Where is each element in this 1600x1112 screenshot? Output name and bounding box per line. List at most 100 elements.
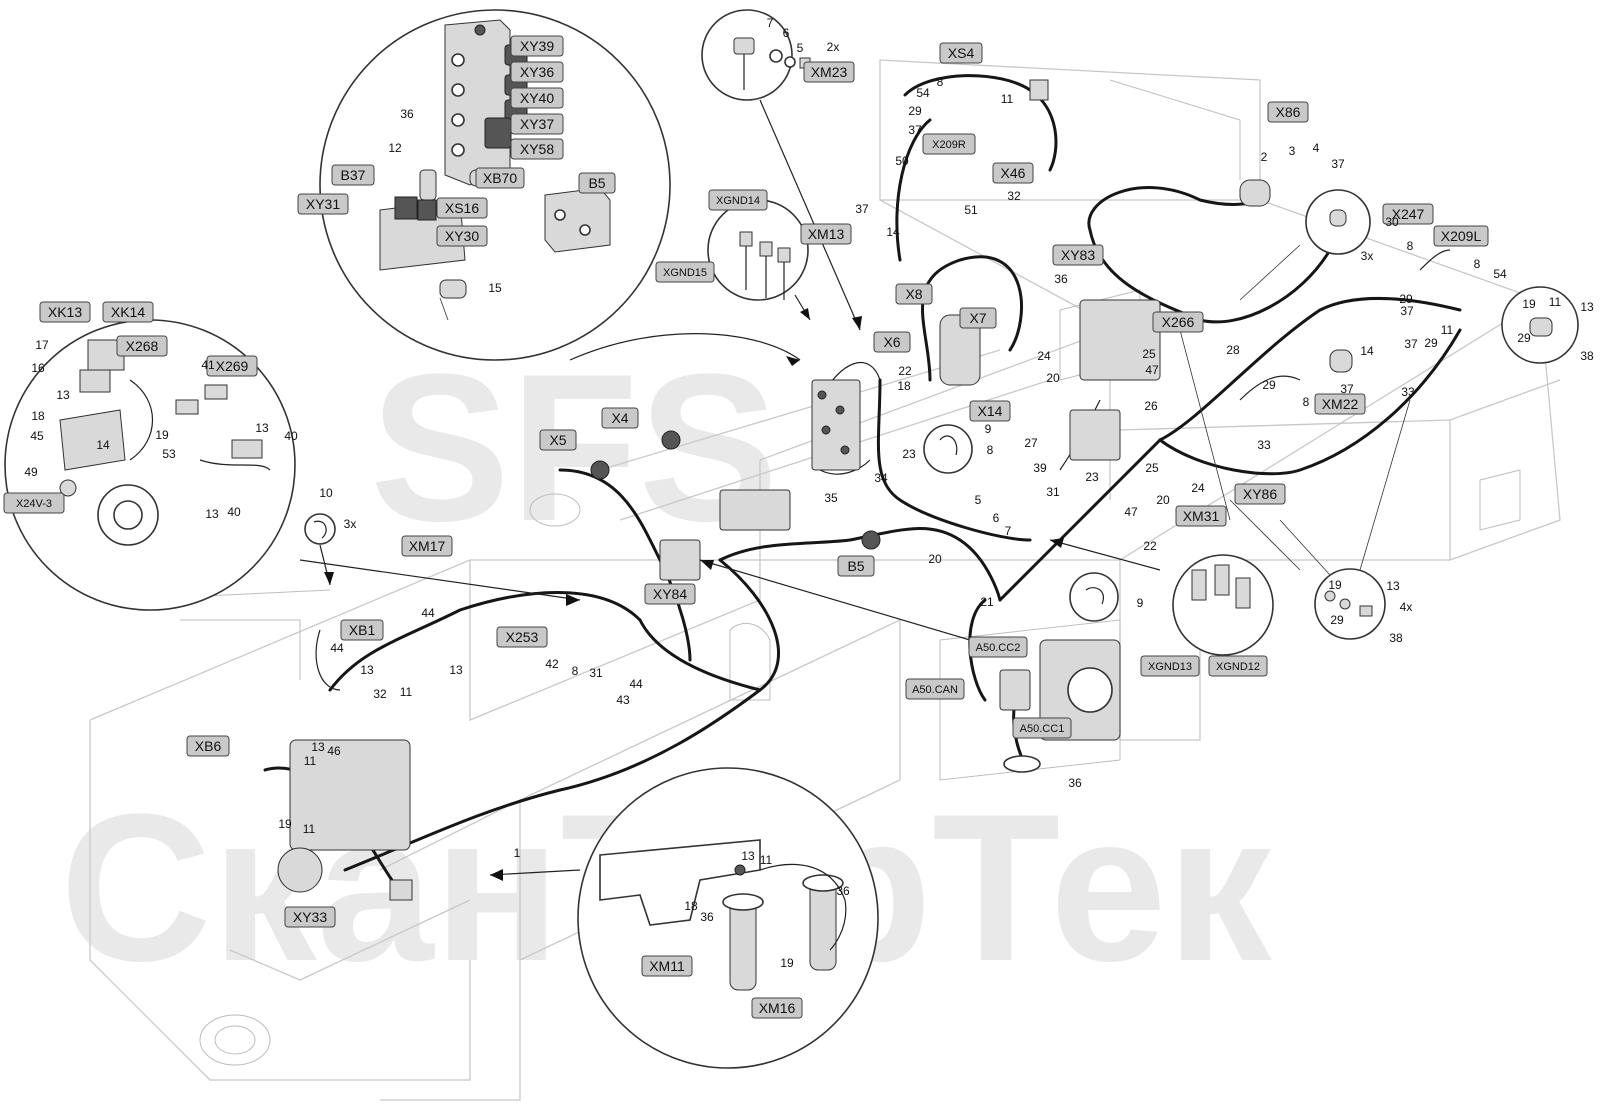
tag-x266: X266	[1152, 311, 1204, 333]
callout-number: 29	[1517, 331, 1531, 345]
callout-number: 45	[30, 429, 44, 443]
tag-label: B5	[847, 558, 864, 574]
detail-clip-9-lower	[1069, 572, 1119, 622]
callout-number: 15	[488, 281, 502, 295]
callout-number: 35	[824, 491, 838, 505]
tag-label: XM23	[811, 64, 848, 80]
callout-number: 4	[1313, 141, 1320, 155]
tag-label: XGND14	[716, 195, 760, 207]
callout-number: 19	[1328, 578, 1342, 592]
tag-xgnd14: XGND14	[708, 189, 768, 211]
callout-number: 29	[908, 104, 922, 118]
tag-x209l: X209L	[1433, 225, 1489, 247]
callout-number: 36	[836, 884, 850, 898]
callout-number: 41	[201, 358, 215, 372]
tag-label: XK14	[111, 304, 145, 320]
callout-number: 14	[1360, 344, 1374, 358]
tag-label: XB1	[349, 622, 376, 638]
tag-label: XGND12	[1216, 661, 1260, 673]
callout-number: 13	[56, 388, 70, 402]
tag-label: XM11	[649, 958, 685, 974]
tag-label: A50.CC1	[1020, 723, 1065, 735]
callout-number: 44	[421, 606, 435, 620]
callout-number: 16	[31, 361, 45, 375]
tag-x24v3: X24V-3	[3, 492, 65, 514]
tag-x86: X86	[1267, 101, 1309, 123]
callout-number: 40	[227, 505, 241, 519]
tag-xs16: XS16	[436, 197, 488, 219]
callout-number: 8	[1407, 239, 1414, 253]
callout-number: 31	[1046, 485, 1060, 499]
callout-number: 8	[1474, 257, 1481, 271]
tag-label: XB70	[483, 170, 517, 186]
callout-number: 12	[388, 141, 402, 155]
callout-number: 33	[1401, 385, 1415, 399]
tag-label: X8	[905, 286, 922, 302]
sensor-mount-drawing	[599, 839, 847, 991]
callout-number: 2x	[827, 40, 840, 54]
callout-number: 38	[1389, 631, 1403, 645]
tag-x14: X14	[969, 400, 1011, 422]
tag-label: XGND13	[1148, 661, 1192, 673]
tag-label: XK13	[48, 304, 82, 320]
tag-xk13: XK13	[39, 301, 91, 323]
callout-number: 47	[1145, 363, 1159, 377]
callout-number: 23	[1085, 470, 1099, 484]
tag-xy58: XY58	[510, 138, 564, 160]
callout-number: 19	[278, 817, 292, 831]
callout-number: 3	[1289, 144, 1296, 158]
tag-label: X266	[1162, 314, 1195, 330]
callout-number: 50	[895, 154, 909, 168]
tag-label: XGND15	[663, 267, 707, 279]
tag-a50cc1: A50.CC1	[1012, 717, 1072, 739]
tag-xm13: XM13	[800, 223, 852, 245]
tag-label: XB6	[195, 738, 222, 754]
tag-xm17: XM17	[401, 535, 453, 557]
callout-number: 42	[545, 657, 559, 671]
tag-x5: X5	[539, 429, 577, 451]
tag-xk14: XK14	[102, 301, 154, 323]
detail-ground-xgnd14	[707, 199, 809, 301]
tag-xy31: XY31	[297, 193, 349, 215]
tag-b5-detail: B5	[578, 172, 616, 194]
tag-label: X209R	[932, 139, 966, 151]
callout-number: 8	[1303, 395, 1310, 409]
callout-number: 43	[616, 693, 630, 707]
callout-number: 34	[874, 471, 888, 485]
callout-number: 14	[96, 438, 110, 452]
callout-number: 7	[1005, 524, 1012, 538]
callout-number: 2	[1261, 150, 1268, 164]
callout-number: 49	[24, 465, 38, 479]
callout-number: 47	[1124, 505, 1138, 519]
tag-label: XY39	[520, 38, 554, 54]
callout-number: 13	[1386, 579, 1400, 593]
callout-number: 44	[330, 641, 344, 655]
callout-number: 54	[1493, 267, 1507, 281]
callout-number: 22	[898, 364, 912, 378]
callout-number: 3x	[344, 517, 357, 531]
callout-number: 54	[916, 86, 930, 100]
tag-label: B37	[341, 167, 366, 183]
tag-x269: X269	[206, 355, 258, 377]
callout-number: 24	[1191, 481, 1205, 495]
callout-number: 29	[1330, 613, 1344, 627]
leader-lines	[299, 99, 1411, 881]
callout-number: 18	[31, 409, 45, 423]
callout-number: 22	[1143, 539, 1157, 553]
tag-label: XS16	[445, 200, 479, 216]
callout-number: 13	[311, 740, 325, 754]
callout-number: 21	[980, 595, 994, 609]
tag-xm23: XM23	[803, 61, 855, 83]
tag-xy36: XY36	[510, 61, 564, 83]
tag-label: X24V-3	[16, 498, 52, 510]
callout-number: 11	[304, 754, 317, 768]
tag-label: XM22	[1322, 396, 1359, 412]
tag-label: X7	[969, 310, 986, 326]
callout-number: 19	[155, 428, 169, 442]
callout-number: 53	[162, 447, 176, 461]
detail-clip-10	[304, 513, 336, 545]
tag-label: X6	[883, 334, 900, 350]
tag-label: XY33	[293, 909, 327, 925]
callout-number: 19	[780, 956, 794, 970]
